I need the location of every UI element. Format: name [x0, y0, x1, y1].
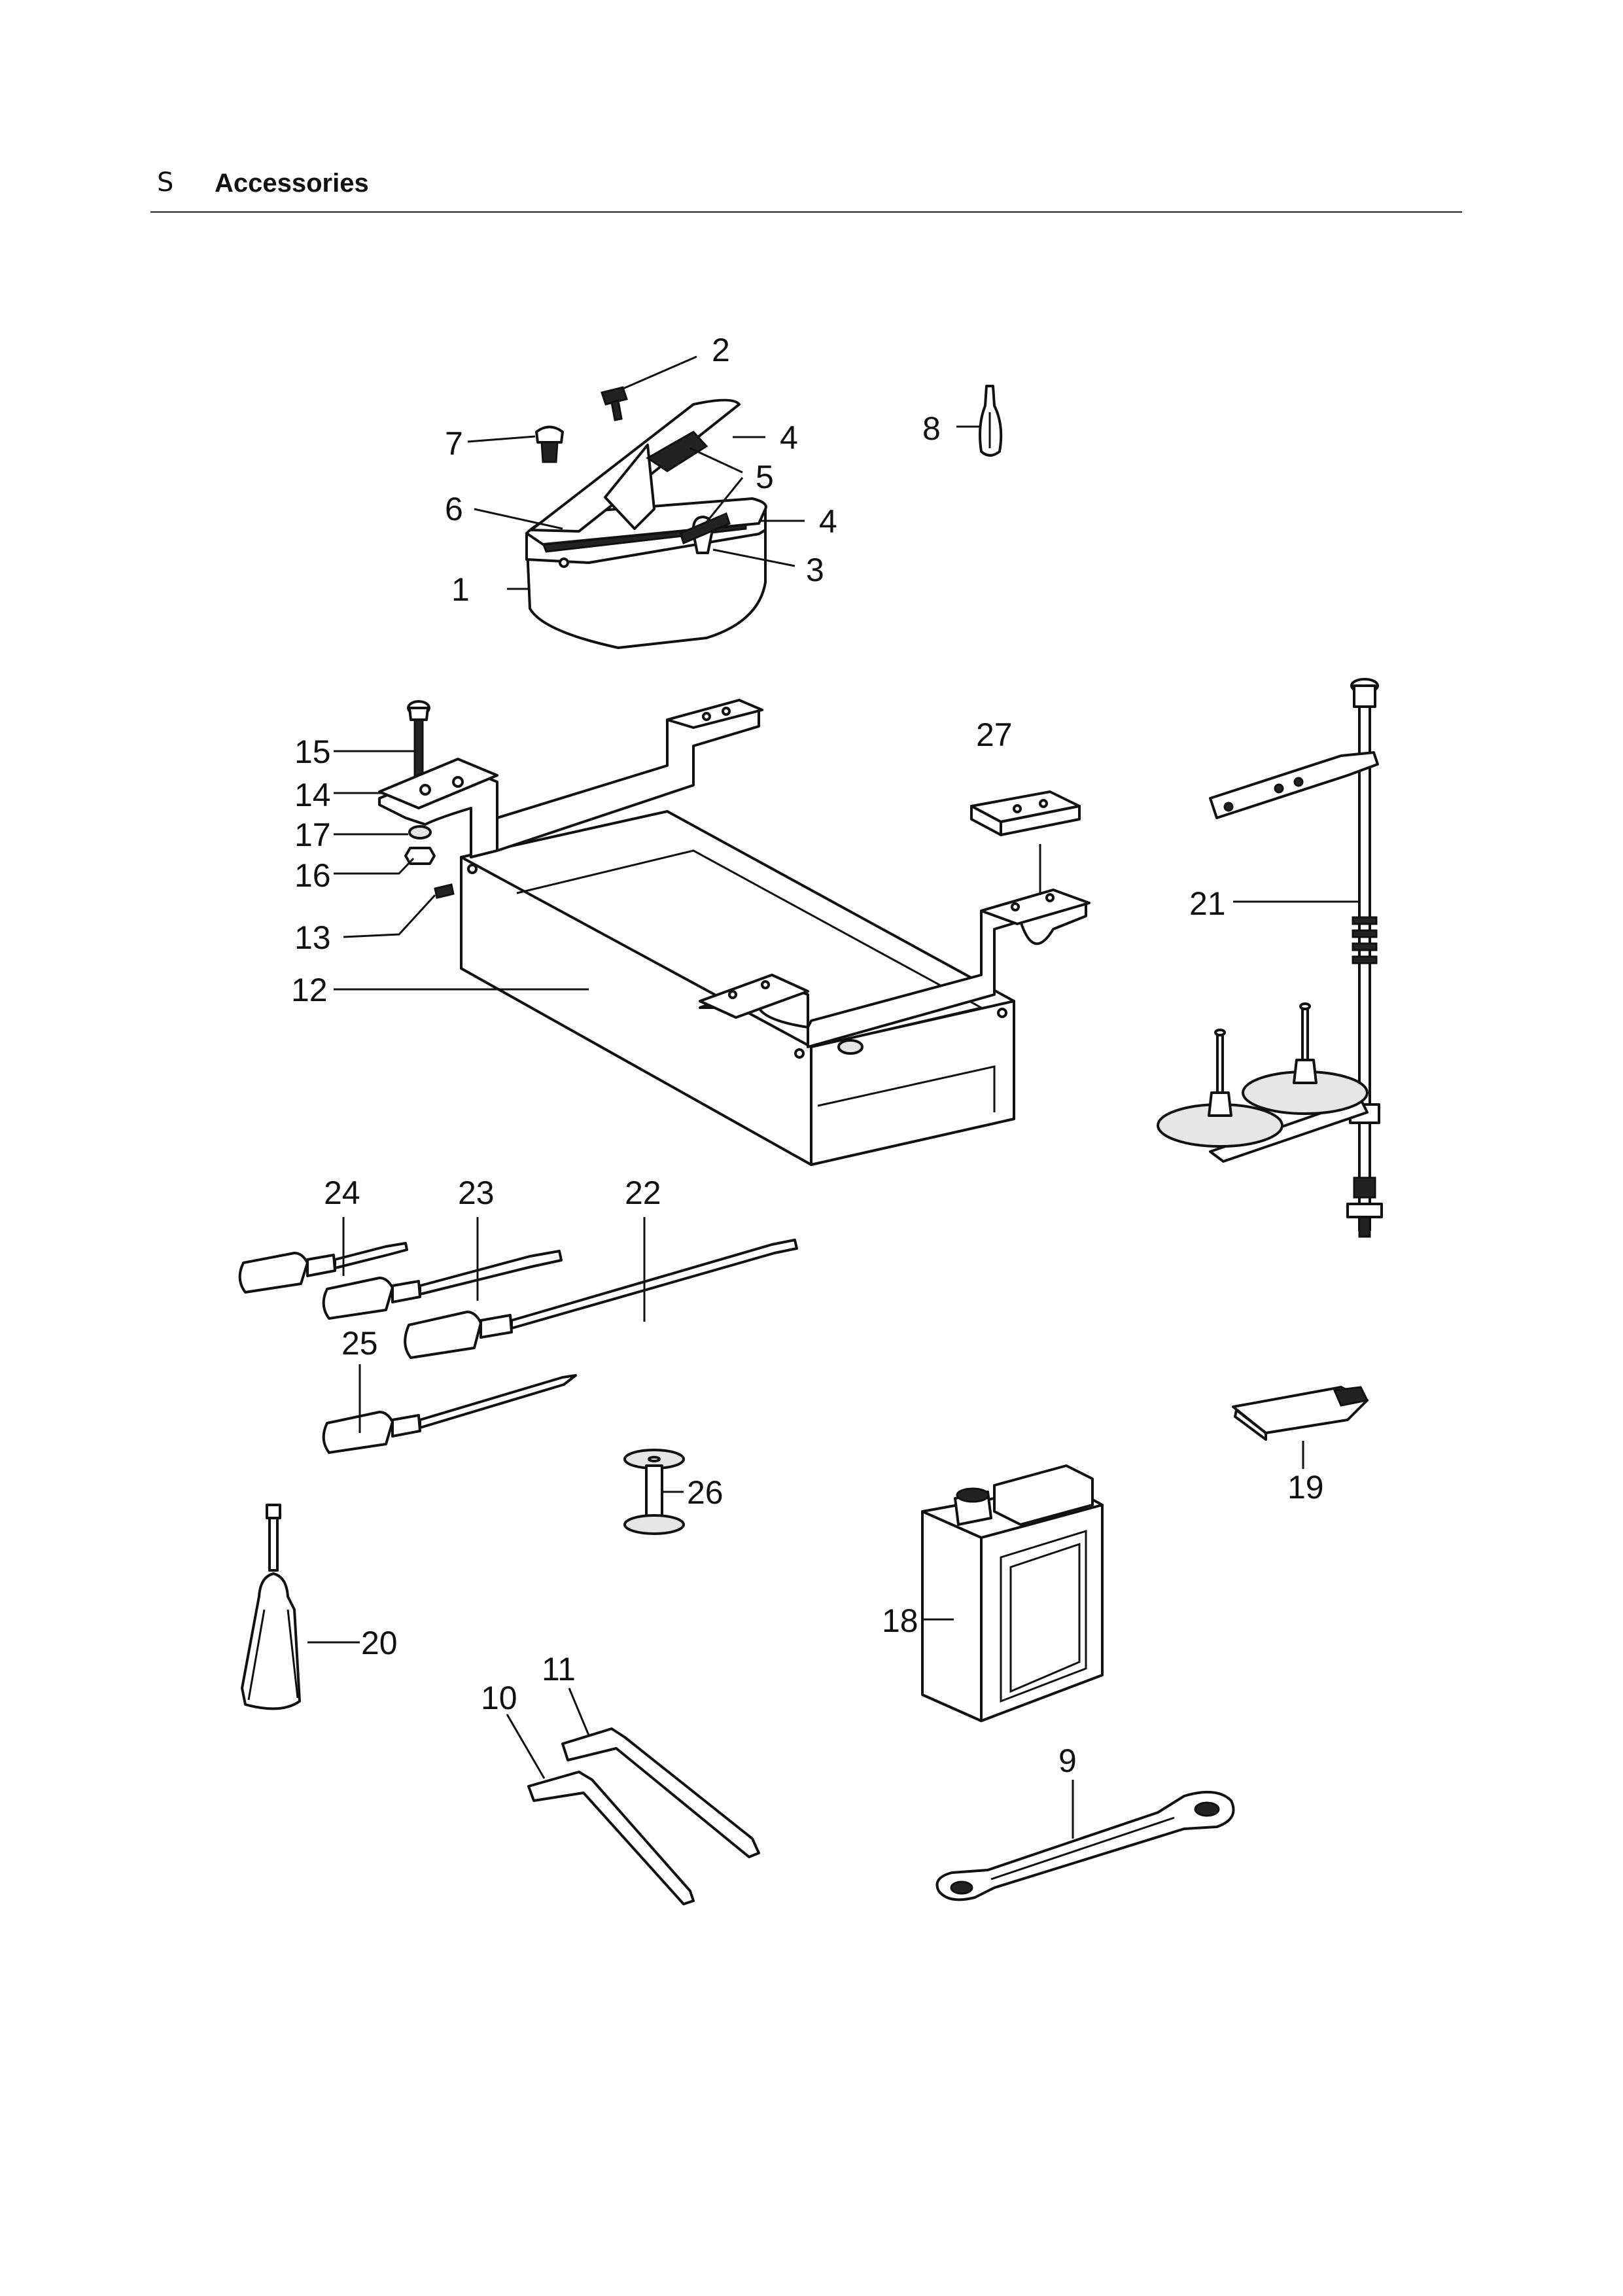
callout-7: 7: [445, 425, 463, 462]
callout-11: 11: [542, 1651, 576, 1687]
part-screw-2: [601, 386, 628, 421]
part-screwdriver-23: [322, 1250, 563, 1320]
callout-25: 25: [341, 1325, 378, 1362]
callout-1: 1: [451, 571, 470, 608]
callout-6: 6: [445, 491, 463, 527]
part-screwdriver-24: [238, 1242, 408, 1294]
callout-labels: 1 2 3 4 4 5 6 7 8 9 10 11 12 13 14 15 16…: [291, 332, 1324, 1779]
callout-5: 5: [756, 459, 774, 495]
section-marker-icon: S: [157, 168, 174, 198]
callout-20: 20: [361, 1625, 398, 1661]
part-wrench-9: [935, 1790, 1235, 1901]
callout-18: 18: [882, 1602, 918, 1639]
callout-14: 14: [294, 777, 331, 813]
part-rubber-cushion-27: [970, 790, 1081, 895]
callout-23: 23: [458, 1174, 495, 1211]
part-washer-17: [408, 825, 432, 839]
callout-10: 10: [481, 1680, 517, 1716]
part-bolt-15: [407, 700, 430, 786]
callout-4a: 4: [780, 419, 798, 456]
part-tray-12: [460, 810, 1015, 1166]
part-pin-8: [979, 385, 1003, 457]
callout-3: 3: [806, 552, 824, 588]
section-header: S Accessories: [150, 167, 1462, 214]
callout-2: 2: [712, 332, 730, 368]
callout-24: 24: [324, 1174, 360, 1211]
header-divider: [150, 211, 1462, 213]
callout-16: 16: [294, 857, 331, 894]
callout-19: 19: [1287, 1469, 1324, 1506]
callout-21: 21: [1189, 885, 1226, 922]
part-hex-key-11: [561, 1727, 760, 1858]
page-title: Accessories: [215, 169, 369, 198]
leader-lines: [307, 355, 1359, 1839]
part-hex-key-10: [527, 1771, 695, 1905]
part-screw-7: [535, 425, 564, 463]
callout-27: 27: [976, 716, 1013, 753]
callout-26: 26: [687, 1474, 724, 1511]
part-screwdriver-25: [322, 1374, 577, 1454]
part-accessory-box: [525, 398, 767, 649]
part-brush-19: [1232, 1386, 1369, 1441]
callout-15: 15: [294, 733, 331, 770]
callout-17: 17: [294, 817, 331, 853]
callout-9: 9: [1058, 1742, 1077, 1779]
callout-4b: 4: [819, 503, 837, 540]
part-screw-13: [434, 883, 455, 899]
callout-22: 22: [625, 1174, 661, 1211]
callout-8: 8: [922, 410, 941, 447]
part-stand-frame: [378, 699, 1091, 1048]
callout-13: 13: [294, 919, 331, 956]
part-thread-stand-21: [1157, 678, 1383, 1238]
part-screwdriver-22: [404, 1239, 798, 1359]
part-oiler-20: [241, 1504, 301, 1710]
part-oil-can-18: [921, 1464, 1104, 1722]
part-bobbin-26: [623, 1449, 685, 1535]
callout-12: 12: [291, 972, 328, 1008]
